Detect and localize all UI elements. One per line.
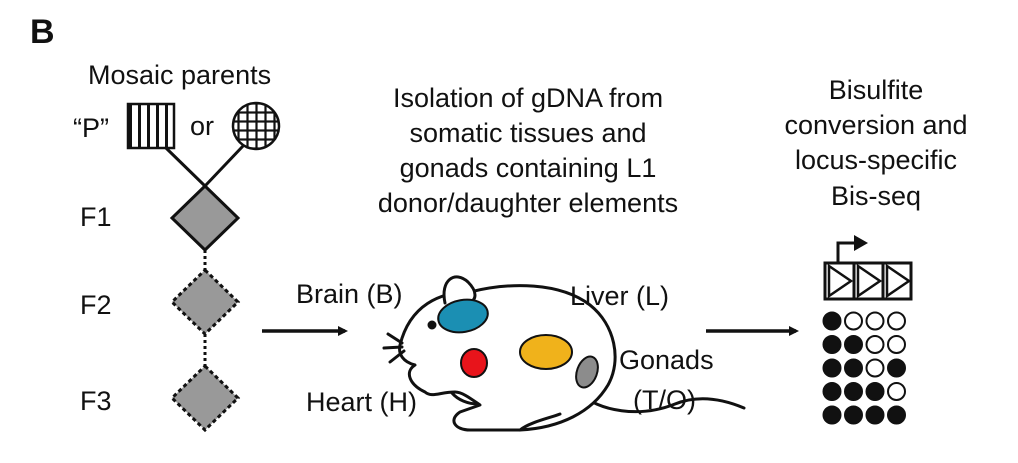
promoter-arrow-stem	[836, 241, 856, 262]
l1-element	[823, 235, 913, 301]
methylated-cpg	[865, 382, 885, 401]
generation-label-f2: F2	[80, 290, 112, 320]
or-label: or	[190, 111, 214, 141]
methylated-cpg	[844, 335, 863, 354]
gonads-label-line-1: Gonads	[619, 345, 714, 375]
monomer-triangle-1	[827, 263, 854, 299]
whisker-2	[382, 345, 404, 350]
promoter-arrow-head	[854, 235, 868, 251]
unmethylated-cpg	[865, 358, 885, 378]
f3-diamond	[169, 363, 241, 433]
unmethylated-cpg	[844, 311, 863, 331]
f2-diamond	[169, 267, 241, 337]
mouse-hind-leg	[518, 412, 562, 432]
liver-label: Liver (L)	[570, 281, 669, 311]
isolation-step: Isolation of gDNA from somatic tissues a…	[378, 83, 678, 218]
brain-organ	[437, 298, 489, 334]
mosaic-male-parent	[126, 102, 176, 150]
methylated-cpg	[887, 405, 906, 425]
isolation-text-line-2: somatic tissues and	[409, 118, 646, 148]
monomer-triangle-3	[885, 263, 912, 299]
p-label: “P”	[73, 113, 109, 143]
methylated-cpg	[822, 335, 842, 354]
mouse-eye	[427, 320, 437, 330]
heart-organ	[460, 348, 488, 378]
mouse-tail	[576, 390, 746, 414]
methylation-grid	[822, 311, 906, 425]
l1-box	[823, 261, 913, 301]
bisseq-text-line-1: Bisulfite	[829, 75, 924, 105]
gonads-organ	[575, 355, 599, 389]
bisseq-text-line-2: conversion and	[784, 110, 967, 140]
panel-label: B	[30, 13, 55, 51]
isolation-text-line-1: Isolation of gDNA from	[393, 83, 663, 113]
isolation-text-line-3: gonads containing L1	[400, 153, 657, 183]
unmethylated-cpg	[865, 311, 885, 331]
methylated-cpg	[822, 311, 842, 331]
parent-line-left	[164, 146, 207, 188]
f1-diamond	[169, 183, 241, 253]
methylated-cpg	[887, 358, 906, 378]
pedigree-title: Mosaic parents	[88, 60, 271, 90]
methylated-cpg	[822, 405, 842, 425]
mouse-front-foot	[450, 391, 480, 406]
mouse-ear	[442, 275, 477, 305]
unmethylated-cpg	[887, 382, 906, 401]
gonads-label-line-2: (T/O)	[633, 385, 696, 415]
methylated-cpg	[865, 405, 885, 425]
liver-organ	[519, 334, 573, 370]
whisker-1	[386, 332, 404, 345]
generation-label-f3: F3	[80, 386, 112, 416]
methylated-cpg	[844, 405, 863, 425]
bisseq-text-line-4: Bis-seq	[831, 181, 921, 211]
methylated-cpg	[822, 382, 842, 401]
generation-label-f1: F1	[80, 202, 112, 232]
heart-label: Heart (H)	[306, 387, 417, 417]
parent-line-right	[203, 144, 245, 188]
methylated-cpg	[822, 358, 842, 378]
isolation-text-line-4: donor/daughter elements	[378, 188, 678, 218]
pedigree: Mosaic parents “P” or F1 F2 F3	[73, 60, 281, 433]
brain-label: Brain (B)	[296, 279, 403, 309]
bisseq-step: Bisulfite conversion and locus-specific …	[784, 75, 967, 211]
unmethylated-cpg	[887, 311, 906, 331]
methylated-cpg	[844, 358, 863, 378]
methylated-cpg	[844, 382, 863, 401]
bisseq-text-line-3: locus-specific	[795, 145, 957, 175]
mosaic-female-parent	[231, 101, 281, 151]
unmethylated-cpg	[887, 335, 906, 354]
unmethylated-cpg	[865, 335, 885, 354]
monomer-triangle-2	[856, 263, 883, 299]
whisker-3	[388, 349, 406, 364]
